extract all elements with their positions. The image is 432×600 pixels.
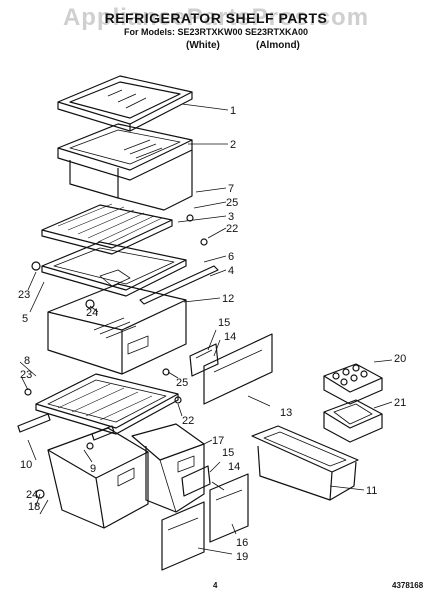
callout-15: 15 <box>218 317 230 329</box>
callout-11: 11 <box>366 485 377 497</box>
leader-lines <box>19 103 393 555</box>
page-title: REFRIGERATOR SHELF PARTS <box>104 10 328 26</box>
model-subtitle: For Models: SE23RTXKW00 SE23RTXKA00 <box>123 27 309 37</box>
callout-8: 8 <box>24 355 30 367</box>
callout-21: 21 <box>394 397 406 409</box>
callout-3: 3 <box>228 211 234 223</box>
part-17-drawer-right <box>131 423 205 513</box>
part-19-drawer-front <box>161 501 205 571</box>
callout-25b: 25 <box>176 377 188 389</box>
callout-16: 16 <box>236 537 248 549</box>
variant-white-label: (White) <box>186 40 220 51</box>
part-16-drawer-front <box>209 473 249 543</box>
callout-24: 24 <box>86 307 98 319</box>
part-2-shelf-frame <box>57 123 193 211</box>
part-3-cover-frame <box>41 241 187 297</box>
callout-17: 17 <box>212 435 224 447</box>
part-14-handle-trim <box>189 343 219 377</box>
callout-10: 10 <box>20 459 32 471</box>
part-13-drawer-front <box>203 333 273 405</box>
part-15-lower-handle <box>181 465 211 497</box>
callout-19: 19 <box>236 551 248 563</box>
callout-6: 6 <box>228 251 234 263</box>
callout-14b: 14 <box>228 461 240 473</box>
callout-20: 20 <box>394 353 406 365</box>
callout-1: 1 <box>230 105 236 117</box>
document-number: 4378168 <box>392 581 424 590</box>
part-1-glass-shelf <box>57 75 193 132</box>
callout-4: 4 <box>228 265 234 277</box>
callout-13: 13 <box>280 407 292 419</box>
callout-25: 25 <box>226 197 238 209</box>
callout-22b: 22 <box>182 415 194 427</box>
part-21-tray-holder <box>323 399 383 443</box>
callout-23b: 23 <box>20 369 32 381</box>
part-11-door-bin <box>251 425 359 501</box>
callout-14: 14 <box>224 331 236 343</box>
page-number: 4 <box>213 581 218 590</box>
part-8-wire-shelf <box>35 373 179 435</box>
callout-7: 7 <box>228 183 234 195</box>
part-18-drawer-left <box>47 427 149 529</box>
callout-22: 22 <box>226 223 238 235</box>
part-7-wire-shelf <box>41 203 173 255</box>
small-fasteners <box>24 214 208 499</box>
watermark: AppliancePartsPros.com <box>62 4 370 31</box>
callout-9: 9 <box>90 463 96 475</box>
part-12-crisper-drawer <box>47 283 187 375</box>
callout-labels: 1 2 7 25 3 22 6 4 12 23 5 24 15 14 8 23 … <box>18 105 406 563</box>
callout-24b: 24 <box>26 489 38 501</box>
callout-23: 23 <box>18 289 30 301</box>
part-20-egg-tray <box>323 363 383 405</box>
callout-18: 18 <box>28 501 40 513</box>
callout-12: 12 <box>222 293 234 305</box>
callout-2: 2 <box>230 139 236 151</box>
part-4-rail <box>139 265 219 305</box>
callout-15b: 15 <box>222 447 234 459</box>
callout-5: 5 <box>22 313 28 325</box>
variant-almond-label: (Almond) <box>256 40 300 51</box>
